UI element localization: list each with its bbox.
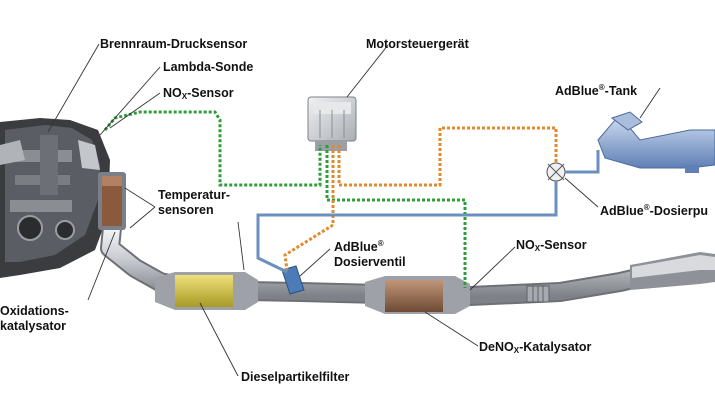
adblue-pumpe-text: AdBlue xyxy=(600,204,644,218)
adblue-ventil-text: AdBlue xyxy=(334,240,378,254)
label-brennraum-drucksensor: Brennraum-Drucksensor xyxy=(100,37,248,51)
label-motorsteuergeraet: Motorsteuergerät xyxy=(366,37,469,51)
label-nox-sensor-top: NOX-Sensor xyxy=(163,86,234,104)
adblue-dosing-valve xyxy=(281,265,305,295)
adblue-ventil-sup: ® xyxy=(377,239,384,248)
adblue-ventil-line2: Dosierventil xyxy=(334,255,406,269)
label-adblue-tank: AdBlue®-Tank xyxy=(555,80,637,99)
temperatur-line2: sensoren xyxy=(158,203,214,217)
blue-adblue-line xyxy=(256,150,600,274)
adblue-pumpe-suffix: -Dosierpu xyxy=(649,204,708,218)
denox-catalyst xyxy=(365,276,470,314)
temperatur-line1: Temperatur- xyxy=(158,188,231,202)
label-nox-sensor-right: NOX-Sensor xyxy=(516,238,587,256)
adblue-tank-text: AdBlue xyxy=(555,84,599,98)
label-lambda-sonde: Lambda-Sonde xyxy=(163,60,254,74)
nox-right-sub: X xyxy=(534,244,541,253)
denox-suffix: -Katalysator xyxy=(519,340,592,354)
nox-top-sub: X xyxy=(181,92,188,101)
orange-adblue-line xyxy=(283,126,558,271)
denox-sub: X xyxy=(513,346,520,355)
oxidation-catalyst xyxy=(98,172,126,230)
label-temperatursensoren: Temperatur-sensoren xyxy=(158,188,230,218)
nox-top-text: NO xyxy=(163,86,182,100)
denox-text: DeNO xyxy=(479,340,514,354)
label-adblue-dosierpumpe: AdBlue®-Dosierpu xyxy=(600,200,708,219)
green-sensor-line xyxy=(103,110,467,288)
label-denox-katalysator: DeNOX-Katalysator xyxy=(479,340,591,358)
nox-right-text: NO xyxy=(516,238,535,252)
label-adblue-dosierventil: AdBlue®Dosierventil xyxy=(334,236,406,270)
adblue-pumpe-sup: ® xyxy=(643,203,650,212)
adblue-tank-suffix: -Tank xyxy=(604,84,638,98)
exhaust-pipe xyxy=(100,218,715,306)
diesel-particulate-filter xyxy=(155,272,258,310)
label-oxidationskatalysator: Oxidations-katalysator xyxy=(0,304,69,334)
oxidation-line1: Oxidations- xyxy=(0,304,69,318)
nox-right-suffix: -Sensor xyxy=(540,238,587,252)
oxidation-line2: katalysator xyxy=(0,319,67,333)
engine xyxy=(0,118,110,278)
adblue-ventil-line1: AdBlue® xyxy=(334,236,406,255)
engine-control-unit xyxy=(307,96,357,151)
nox-top-suffix: -Sensor xyxy=(187,86,234,100)
adblue-tank-sup: ® xyxy=(598,83,605,92)
label-dieselpartikelfilter: Dieselpartikelfilter xyxy=(241,370,350,384)
adblue-tank xyxy=(597,111,715,173)
leader-lines xyxy=(47,43,661,377)
adblue-dosing-pump xyxy=(546,162,566,182)
